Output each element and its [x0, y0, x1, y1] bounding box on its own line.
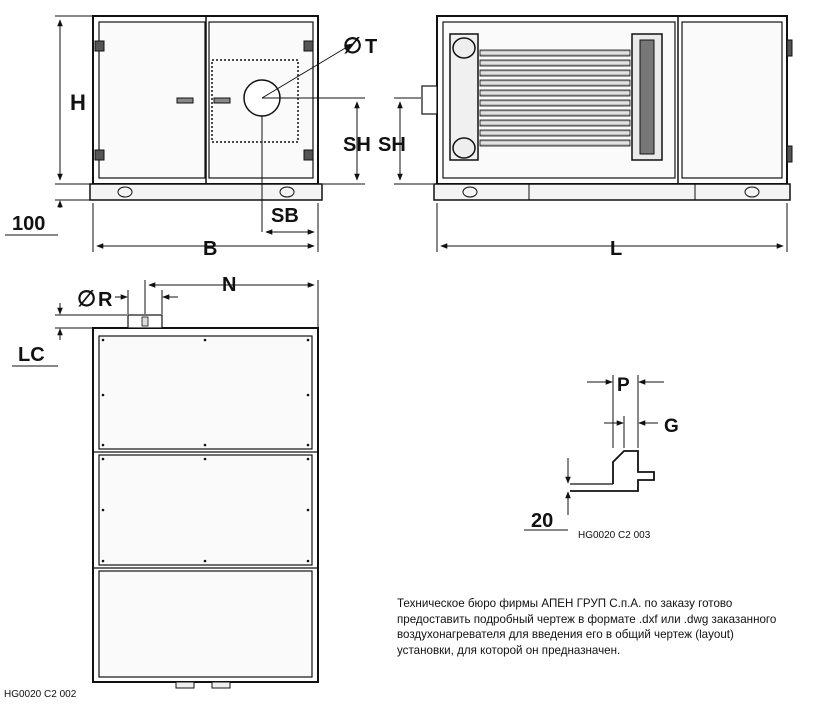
detail-dimensions — [524, 375, 664, 531]
code-main: HG0020 C2 002 — [4, 689, 77, 700]
handle-icon — [176, 97, 194, 104]
hinge — [94, 40, 105, 52]
note-line: предоставить подробный чертеж в формате … — [397, 612, 777, 626]
hinge — [303, 149, 314, 161]
diameter-symbol-icon: ∅ — [77, 286, 96, 311]
label-sh-front: SH — [343, 134, 371, 156]
label-b: B — [203, 238, 217, 260]
handle-icon — [213, 97, 231, 104]
label-r: R — [98, 289, 113, 311]
front-dimensions — [5, 15, 365, 252]
label-n: N — [222, 274, 236, 296]
heat-exchanger-tubes — [479, 49, 631, 147]
side-base — [433, 183, 791, 201]
label-100: 100 — [12, 213, 45, 235]
side-door — [681, 21, 783, 179]
hinge — [303, 40, 314, 52]
side-dimensions — [394, 97, 788, 252]
label-g: G — [664, 416, 679, 437]
note-line: воздухонагревателя для введения его в об… — [397, 628, 734, 641]
leader-t — [261, 43, 353, 99]
label-lc: LC — [18, 344, 45, 366]
front-base — [89, 183, 323, 201]
note-text: Техническое бюро фирмы АПЕН ГРУП С.п.А. … — [397, 596, 807, 658]
front-view — [89, 15, 323, 201]
hinge — [94, 149, 105, 161]
burner-stub — [421, 85, 438, 115]
code-detail: HG0020 C2 003 — [578, 530, 651, 541]
label-p: P — [617, 375, 630, 396]
plan-view — [92, 314, 319, 689]
label-20: 20 — [531, 510, 553, 532]
plan-dimensions — [12, 280, 319, 367]
label-t: T — [365, 36, 377, 58]
side-view — [421, 15, 793, 201]
note-line: Техническое бюро фирмы АПЕН ГРУП С.п.А. … — [397, 597, 733, 610]
label-h: H — [70, 90, 86, 115]
detail-view — [570, 450, 655, 492]
diameter-symbol-icon: ∅ — [343, 33, 362, 58]
label-l: L — [610, 238, 622, 260]
note-line: установки, для которой он предназначен. — [397, 643, 621, 657]
label-sh-side: SH — [378, 134, 406, 156]
label-sb: SB — [271, 205, 299, 227]
plan-frame — [92, 327, 319, 683]
